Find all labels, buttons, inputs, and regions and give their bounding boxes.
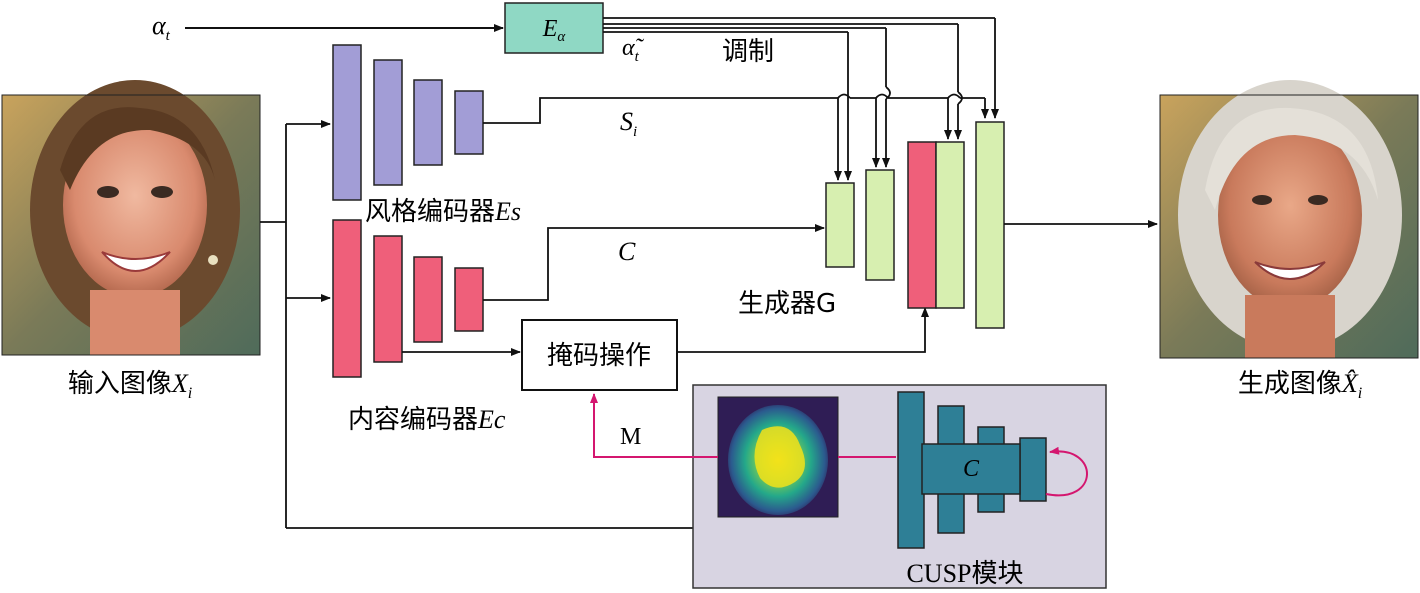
modulation-label: 调制 <box>722 37 774 67</box>
alpha-tilde-label: α̃t <box>622 35 645 65</box>
cusp-loop-arrow <box>1045 446 1088 497</box>
content-encoder-label: 内容编码器Ec <box>348 405 506 435</box>
mask-arrow <box>590 393 718 458</box>
input-image-label-sub: i <box>188 385 192 402</box>
input-image-label: 输入图像Xi <box>68 369 192 402</box>
generator-label: 生成器G <box>738 289 836 319</box>
mask-label: M <box>620 424 641 450</box>
style-encoder-label: 风格编码器Es <box>365 197 521 227</box>
content-encoder <box>332 219 484 378</box>
encoder-alpha-box <box>504 2 604 54</box>
content-code-arrow <box>483 224 825 301</box>
generator <box>825 121 1005 329</box>
output-image-label: 生成图像X̂i <box>1238 369 1362 402</box>
output-image-label-sub: i <box>1358 385 1362 402</box>
mask-to-generator-arrow <box>677 307 929 353</box>
style-code-lines <box>483 93 989 181</box>
cusp-module-label: CUSP模块 <box>906 559 1023 588</box>
output-image-label-var: X̂ <box>1341 369 1359 398</box>
cusp-c-label: C <box>963 456 980 482</box>
cusp-module-text: CUSP模块 <box>906 559 1023 588</box>
output-image <box>1159 80 1419 359</box>
mask-op-box <box>521 319 678 391</box>
content-code-label: C <box>618 237 636 266</box>
output-image-label-cn: 生成图像 <box>1238 369 1342 399</box>
style-code-label: Si <box>620 107 637 140</box>
input-image-label-var: X <box>171 369 189 398</box>
alpha-input-label: αt <box>152 11 171 44</box>
encoder-alpha-label: Eα <box>542 16 567 45</box>
modulation-lines <box>603 17 999 181</box>
mask-heatmap <box>717 396 839 518</box>
cusp-network <box>897 391 1047 549</box>
mask-op-label: 掩码操作 <box>547 341 651 371</box>
style-encoder <box>332 44 484 201</box>
input-image-label-cn: 输入图像 <box>68 369 172 399</box>
input-image <box>1 80 261 356</box>
